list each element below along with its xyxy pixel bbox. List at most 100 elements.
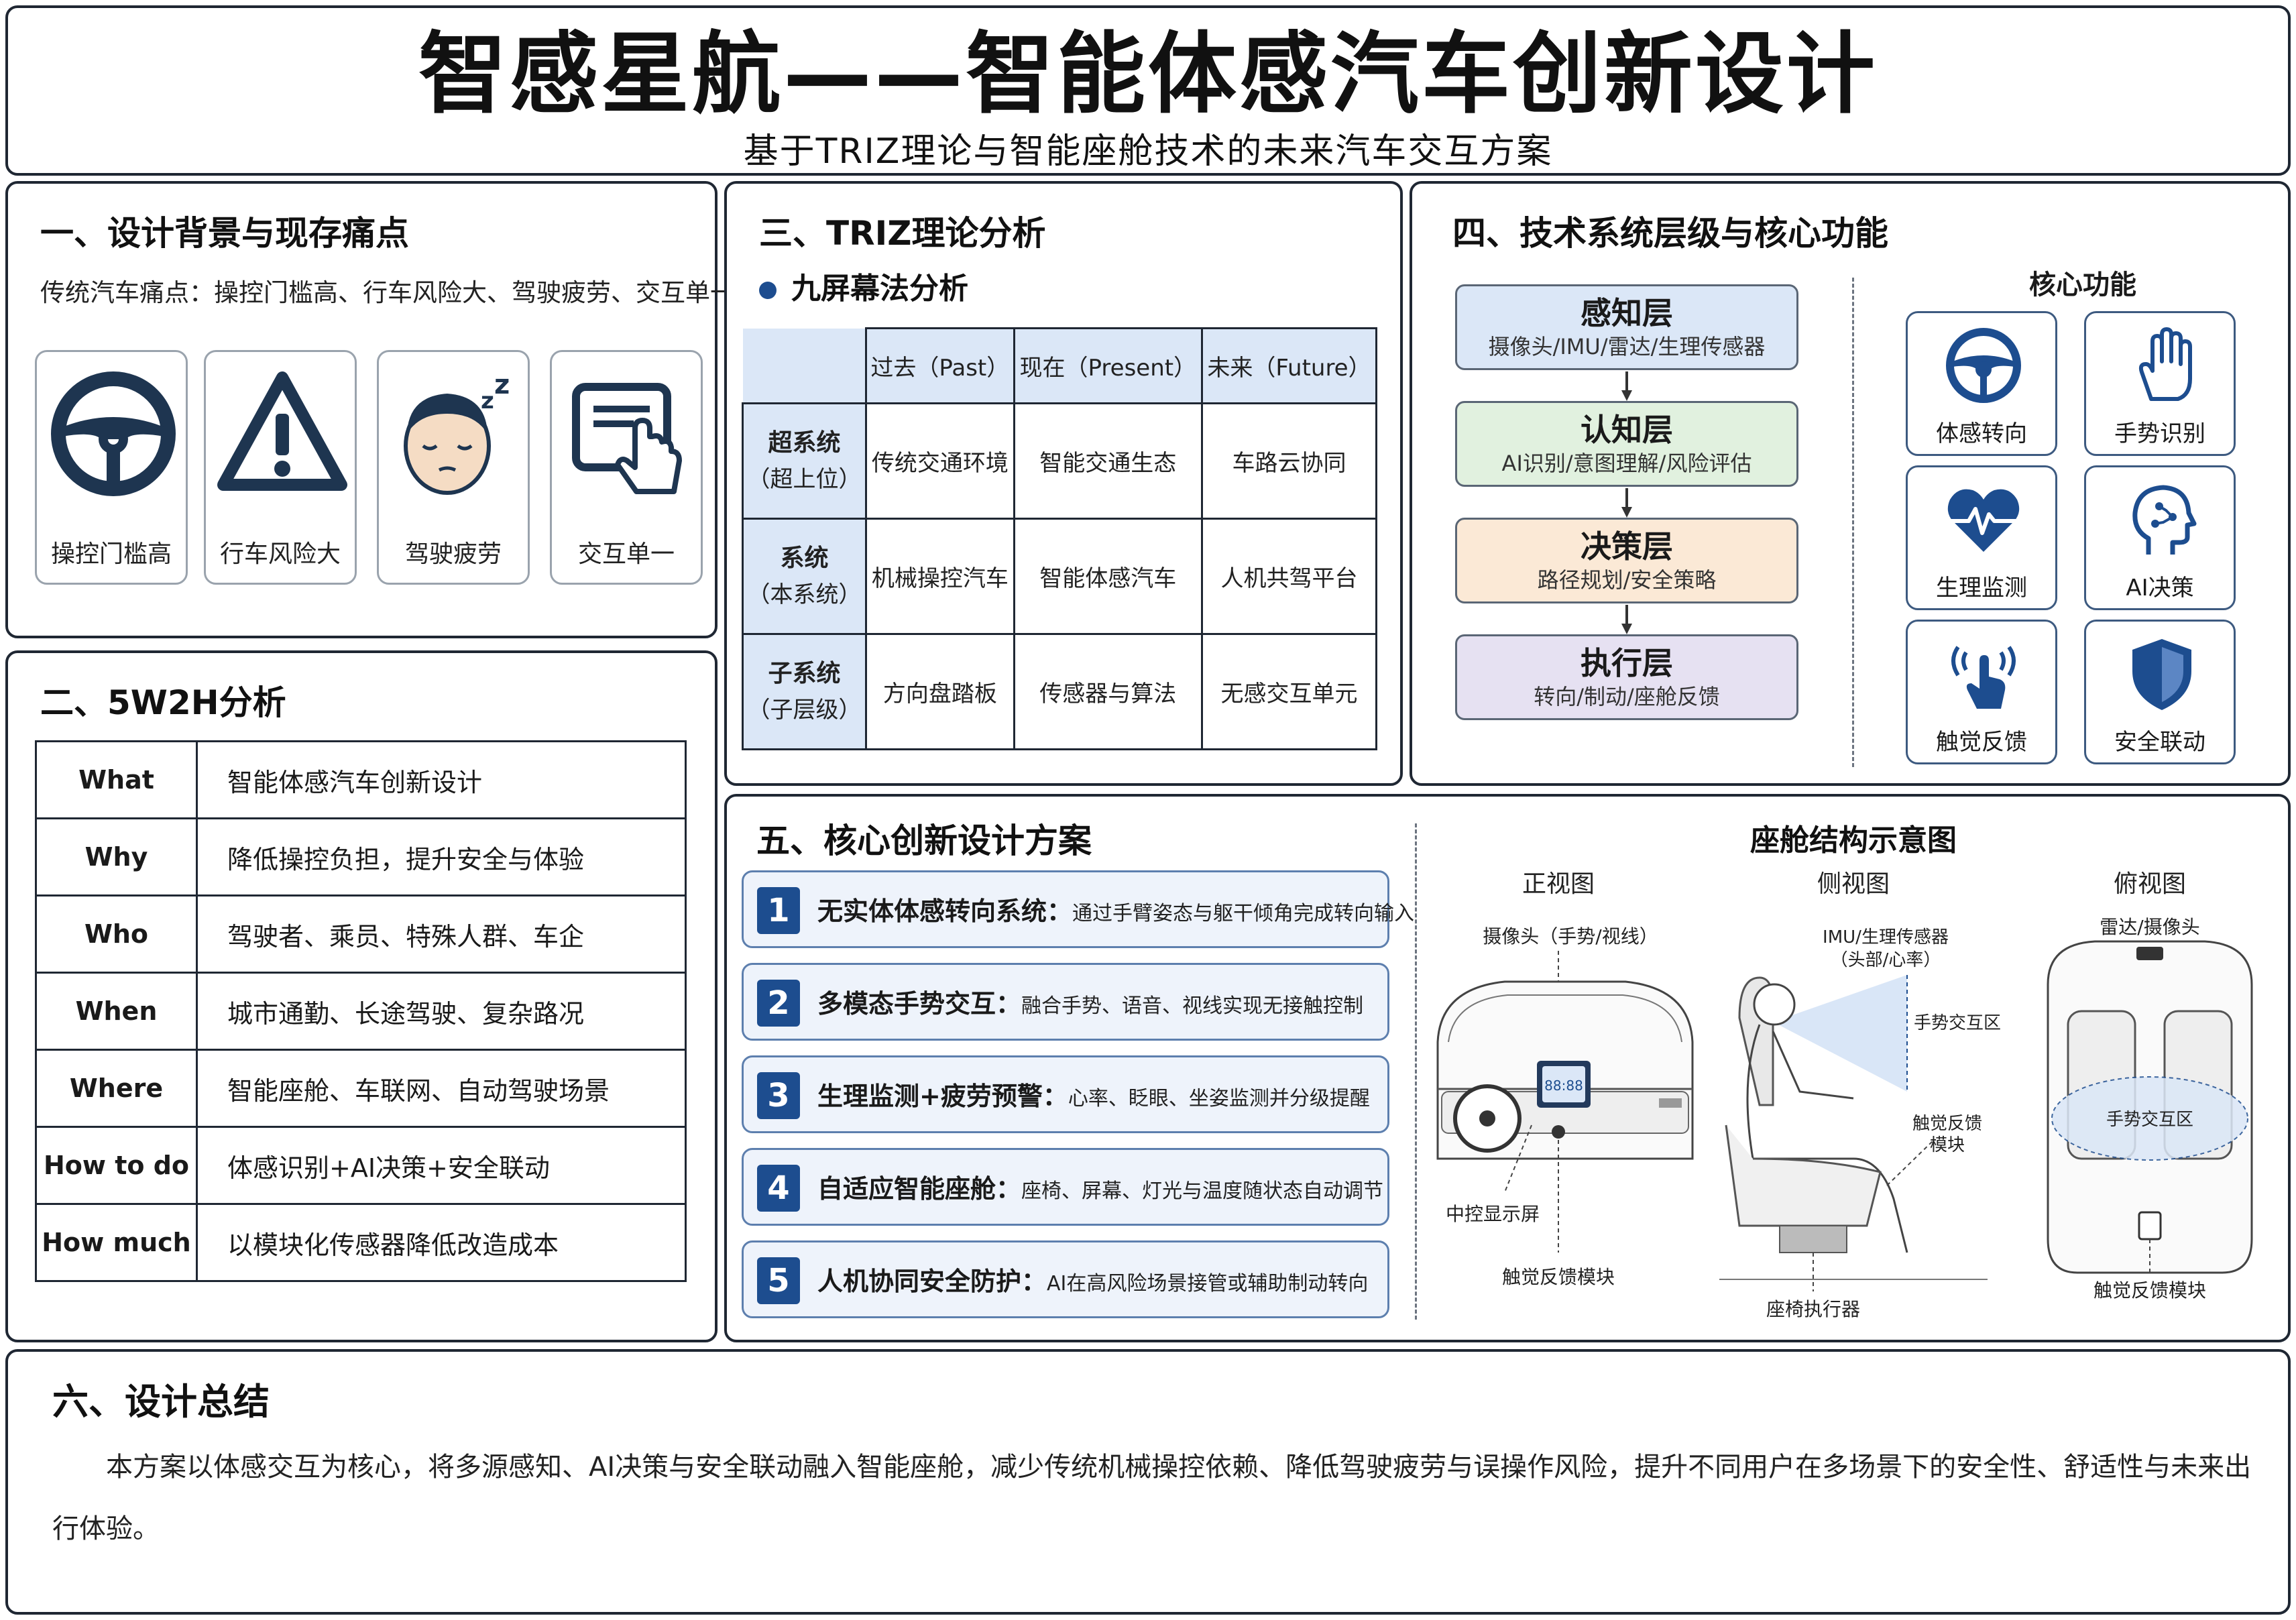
hand-gesture-icon — [2138, 327, 2192, 401]
item-number: 2 — [757, 980, 800, 1027]
side-imu-sub-label: （头部/心率） — [1831, 950, 1941, 970]
func-label: 安全联动 — [2114, 729, 2205, 756]
cabin-structure-diagram: 座舱结构示意图 正视图 摄像头（手势/视线） 88:88 中控显示屏 触觉反馈模… — [1436, 823, 2253, 1320]
top-view: 俯视图 雷达/摄像头 手势交互区 触觉反馈模块 — [2047, 870, 2253, 1301]
nine-screen-subtitle: 九屏幕法分析 — [759, 264, 968, 307]
row-header-sub: （本系统） — [747, 581, 862, 608]
func-card-steering: 体感转向 — [1906, 311, 2057, 456]
5w2h-key: How much — [35, 1203, 198, 1282]
layer-desc: 转向/制动/座舱反馈 — [1534, 684, 1720, 709]
title-panel: 智感星航——智能体感汽车创新设计 基于TRIZ理论与智能座舱技术的未来汽车交互方… — [5, 5, 2291, 176]
col-header-future: 未来（Future） — [1200, 327, 1378, 404]
layer-desc: 路径规划/安全策略 — [1537, 567, 1717, 593]
front-view-title: 正视图 — [1522, 870, 1595, 898]
top-view-title: 俯视图 — [2114, 870, 2186, 898]
table-cell: 传统交通环境 — [865, 402, 1015, 520]
row-header-sub: （超上位） — [747, 465, 862, 493]
steering-wheel-icon — [1946, 328, 2021, 403]
table-cell: 方向盘踏板 — [865, 633, 1015, 750]
row-header: 子系统（子层级） — [742, 633, 867, 750]
warning-icon — [217, 371, 347, 491]
item-desc: 通过手臂姿态与躯干倾角完成转向输入 — [1072, 902, 1415, 925]
layer-cognition: 认知层 AI识别/意图理解/风险评估 — [1455, 401, 1798, 487]
svg-text:z: z — [481, 388, 494, 414]
row-header-main: 超系统 — [768, 428, 841, 457]
front-camera-label: 摄像头（手势/视线） — [1483, 925, 1658, 947]
item-desc: 心率、眨眼、坐姿监测并分级提醒 — [1068, 1087, 1370, 1110]
func-card-gesture: 手势识别 — [2084, 311, 2236, 456]
item-number: 1 — [757, 887, 800, 934]
layer-desc: AI识别/意图理解/风险评估 — [1501, 451, 1752, 476]
5w2h-value: 智能体感汽车创新设计 — [196, 740, 687, 819]
summary-text: 本方案以体感交互为核心，将多源感知、AI决策与安全联动融入智能座舱，减少传统机械… — [52, 1452, 2252, 1544]
section4-title: 四、技术系统层级与核心功能 — [1452, 214, 1888, 253]
section-divider — [1415, 823, 1417, 1320]
diagram-title: 座舱结构示意图 — [1750, 823, 1957, 858]
layer-name: 决策层 — [1581, 528, 1673, 565]
5w2h-value: 降低操控负担，提升安全与体验 — [196, 817, 687, 896]
triz-panel: 三、TRIZ理论分析 九屏幕法分析 过去（Past） 现在（Present） 未… — [724, 181, 1403, 786]
pain-card-1: 操控门槛高 — [35, 350, 188, 585]
innovation-item-3: 3 生理监测+疲劳预警：心率、眨眼、坐姿监测并分级提醒 — [742, 1055, 1389, 1133]
side-gesture-label: 手势交互区 — [1914, 1013, 2001, 1033]
tech-system-panel: 四、技术系统层级与核心功能 感知层 摄像头/IMU/雷达/生理传感器 认知层 A… — [1410, 181, 2291, 786]
func-label: 体感转向 — [1936, 420, 2027, 447]
5w2h-key: Why — [35, 817, 198, 896]
front-haptic-label: 触觉反馈模块 — [1502, 1266, 1615, 1288]
front-display-label: 中控显示屏 — [1446, 1203, 1540, 1225]
top-gesture-label: 手势交互区 — [2106, 1110, 2193, 1130]
row-header-sub: （子层级） — [747, 696, 862, 724]
front-view: 正视图 摄像头（手势/视线） 88:88 中控显示屏 触觉反馈模块 — [1436, 870, 1694, 1288]
table-corner — [742, 328, 867, 404]
top-radar-label: 雷达/摄像头 — [2100, 916, 2199, 938]
item-number: 4 — [757, 1165, 800, 1212]
table-cell: 无感交互单元 — [1200, 633, 1378, 750]
haptic-touch-icon — [1951, 646, 2016, 709]
pain-label-2: 行车风险大 — [219, 540, 341, 568]
page-title: 智感星航——智能体感汽车创新设计 — [418, 23, 1878, 126]
side-view-title: 侧视图 — [1817, 870, 1890, 898]
section6-title: 六、设计总结 — [52, 1381, 270, 1423]
5w2h-key: Where — [35, 1049, 198, 1128]
steering-wheel-icon — [51, 371, 176, 496]
table-cell: 人机共驾平台 — [1200, 518, 1378, 635]
heart-pulse-icon — [1947, 489, 2020, 552]
innovation-item-2: 2 多模态手势交互：融合手势、语音、视线实现无接触控制 — [742, 963, 1389, 1041]
arrow-down-icon — [1621, 488, 1632, 518]
layer-desc: 摄像头/IMU/雷达/生理传感器 — [1488, 334, 1766, 359]
row-header: 系统（本系统） — [742, 518, 867, 635]
side-seat-label: 座椅执行器 — [1766, 1298, 1860, 1320]
func-label: 生理监测 — [1936, 575, 2027, 601]
ai-head-icon — [2132, 485, 2197, 555]
table-cell: 智能交通生态 — [1013, 402, 1203, 520]
section1-title: 一、设计背景与现存痛点 — [40, 214, 409, 253]
layer-perception: 感知层 摄像头/IMU/雷达/生理传感器 — [1455, 284, 1798, 370]
layer-execution: 执行层 转向/制动/座舱反馈 — [1455, 634, 1798, 720]
side-haptic-label: 触觉反馈 — [1912, 1114, 1982, 1134]
item-name: 人机协同安全防护： — [817, 1267, 1047, 1296]
func-card-ai: AI决策 — [2084, 465, 2236, 610]
5w2h-key: How to do — [35, 1126, 198, 1205]
pain-label-4: 交互单一 — [577, 540, 675, 568]
item-name: 自适应智能座舱： — [817, 1174, 1022, 1204]
col-header-present: 现在（Present） — [1013, 327, 1203, 404]
table-cell: 智能体感汽车 — [1013, 518, 1203, 635]
section3-title: 三、TRIZ理论分析 — [759, 214, 1046, 253]
item-name: 多模态手势交互： — [817, 989, 1022, 1019]
func-label: AI决策 — [2126, 575, 2194, 601]
center-screen-readout: 88:88 — [1544, 1078, 1583, 1094]
item-name: 无实体体感转向系统： — [817, 896, 1073, 926]
5w2h-value: 以模块化传感器降低改造成本 — [196, 1203, 687, 1282]
top-haptic-label: 触觉反馈模块 — [2093, 1279, 2206, 1301]
bullet-dot — [759, 282, 777, 299]
item-name: 生理监测+疲劳预警： — [817, 1082, 1068, 1111]
pain-card-3: z z 驾驶疲劳 — [377, 350, 530, 585]
5w2h-key: What — [35, 740, 198, 819]
arrow-down-icon — [1621, 371, 1632, 401]
5w2h-value: 城市通勤、长途驾驶、复杂路况 — [196, 972, 687, 1051]
innovation-panel: 五、核心创新设计方案 1 无实体体感转向系统：通过手臂姿态与躯干倾角完成转向输入… — [724, 794, 2291, 1342]
